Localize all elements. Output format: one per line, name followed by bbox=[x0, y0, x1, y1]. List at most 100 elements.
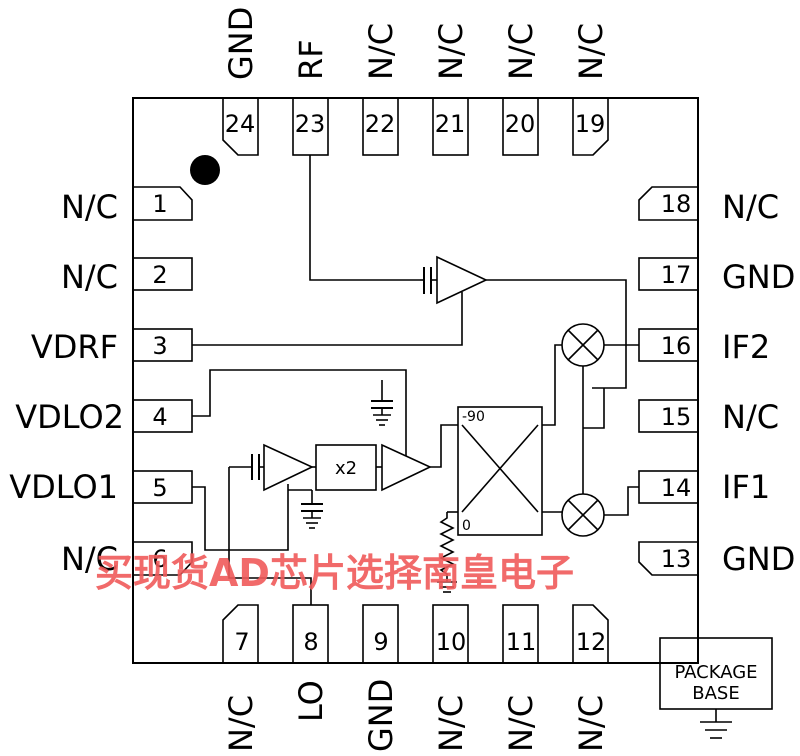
pin-13: 13 GND bbox=[638, 540, 795, 578]
if1-wire bbox=[604, 486, 639, 516]
pin-label: VDLO2 bbox=[15, 398, 124, 436]
pin-label: IF2 bbox=[722, 328, 770, 366]
pin-number: 14 bbox=[661, 474, 692, 502]
pin-label: GND bbox=[222, 7, 260, 80]
pin-label: N/C bbox=[572, 695, 610, 752]
rf-wire bbox=[309, 155, 420, 281]
quadrature-hybrid bbox=[457, 406, 543, 536]
pin-8: 8 LO bbox=[292, 604, 330, 722]
pin-number: 1 bbox=[152, 190, 167, 218]
pin-label: N/C bbox=[61, 258, 118, 296]
pin-label: IF1 bbox=[722, 468, 770, 506]
pin-23: 23 RF bbox=[292, 39, 330, 156]
pin-label: VDLO1 bbox=[9, 468, 118, 506]
pin-11: 11 N/C bbox=[502, 604, 540, 752]
lo-input-wire bbox=[228, 467, 312, 605]
pin-number: 7 bbox=[234, 628, 249, 656]
vdlo2-decoupling-cap bbox=[371, 380, 393, 426]
pin-label: VDRF bbox=[31, 328, 118, 366]
pin-number: 15 bbox=[661, 403, 692, 431]
pin-number: 22 bbox=[365, 110, 396, 138]
mixer-bottom bbox=[561, 493, 605, 537]
lo-amplifier-1 bbox=[263, 443, 314, 492]
pin-label: GND bbox=[362, 679, 400, 752]
left-pins: 1 N/C 2 N/C 3 VDRF 4 VDLO2 5 VDLO1 6 N/C bbox=[9, 186, 193, 578]
bottom-pins: 7 N/C 8 LO 9 GND 10 N/C 11 N/C 12 N/C bbox=[222, 604, 610, 752]
pin-number: 12 bbox=[576, 628, 607, 656]
pin-label: LO bbox=[292, 680, 330, 722]
mixer-top bbox=[561, 323, 605, 367]
lo-input-capacitor bbox=[229, 454, 264, 480]
termination-ground-icon bbox=[437, 581, 457, 593]
pin-4: 4 VDLO2 bbox=[15, 398, 193, 436]
pin-number: 4 bbox=[152, 403, 167, 431]
hybrid-minus90-label: -90 bbox=[462, 409, 485, 425]
internal-circuit: -90 0 x2 bbox=[192, 155, 639, 605]
pin-number: 6 bbox=[152, 545, 167, 573]
package-ground-icon bbox=[700, 721, 732, 739]
rf-capacitor bbox=[420, 267, 437, 294]
rf-amplifier bbox=[436, 255, 488, 305]
pin-number: 21 bbox=[435, 110, 466, 138]
vdlo1-wire bbox=[192, 484, 289, 551]
pin-14: 14 IF1 bbox=[638, 468, 770, 506]
package-base-line2: BASE bbox=[692, 683, 739, 704]
vdlo2-wire bbox=[192, 369, 407, 456]
pin-1: 1 N/C bbox=[61, 186, 193, 226]
pin-number: 8 bbox=[303, 628, 318, 656]
pin-label: GND bbox=[722, 258, 795, 296]
pin-label: N/C bbox=[61, 540, 118, 578]
pin-3: 3 VDRF bbox=[31, 328, 193, 366]
pin-16: 16 IF2 bbox=[638, 328, 770, 366]
pin-24: 24 GND bbox=[222, 7, 260, 156]
pin-7: 7 N/C bbox=[222, 604, 260, 752]
hybrid-input-wire bbox=[430, 424, 458, 468]
pin-label: N/C bbox=[722, 188, 779, 226]
pin-number: 24 bbox=[225, 110, 256, 138]
package-outline bbox=[132, 97, 699, 664]
pin-number: 17 bbox=[661, 261, 692, 289]
pin-label: N/C bbox=[61, 188, 118, 226]
pin-20: 20 N/C bbox=[502, 23, 540, 156]
pin-label: N/C bbox=[432, 23, 470, 80]
pin-number: 19 bbox=[575, 110, 606, 138]
pin-21: 21 N/C bbox=[432, 23, 470, 156]
pin-number: 20 bbox=[505, 110, 536, 138]
pin-label: RF bbox=[292, 39, 330, 80]
pin-number: 18 bbox=[661, 190, 692, 218]
package-base-line1: PACKAGE bbox=[674, 662, 757, 683]
pin-12: 12 N/C bbox=[572, 604, 610, 752]
pin-17: 17 GND bbox=[638, 257, 795, 296]
top-pins: 24 GND 23 RF 22 N/C 21 N/C 20 N/C 19 N/C bbox=[222, 7, 610, 156]
pin-label: GND bbox=[722, 540, 795, 578]
pin-number: 10 bbox=[436, 628, 467, 656]
rf-to-mixers-wire bbox=[583, 388, 605, 429]
lo-i-wire bbox=[542, 344, 562, 426]
pin-5: 5 VDLO1 bbox=[9, 468, 193, 506]
rf-amp-output-wire bbox=[486, 279, 627, 389]
pin-9: 9 GND bbox=[362, 604, 400, 752]
termination-resistor bbox=[439, 512, 455, 582]
pin-number: 13 bbox=[661, 545, 692, 573]
pin-label: N/C bbox=[722, 398, 779, 436]
watermark-text: 买现货AD芯片选择南皇电子 bbox=[95, 551, 574, 595]
pin-15: 15 N/C bbox=[638, 398, 779, 436]
pin-18: 18 N/C bbox=[638, 186, 779, 226]
pin-number: 3 bbox=[152, 332, 167, 360]
pin-22: 22 N/C bbox=[362, 23, 400, 156]
pin-label: N/C bbox=[432, 695, 470, 752]
pin-number: 9 bbox=[373, 628, 388, 656]
pin-19: 19 N/C bbox=[572, 23, 610, 156]
pin1-indicator-dot bbox=[190, 155, 220, 185]
doubler-label: x2 bbox=[335, 458, 357, 479]
pin-number: 2 bbox=[152, 261, 167, 289]
pin-2: 2 N/C bbox=[61, 257, 193, 296]
pin-label: N/C bbox=[502, 23, 540, 80]
package-base: PACKAGE BASE bbox=[659, 637, 773, 739]
pin-number: 23 bbox=[295, 110, 326, 138]
pin-label: N/C bbox=[572, 23, 610, 80]
pin-label: N/C bbox=[222, 695, 260, 752]
vdrf-wire bbox=[192, 292, 463, 346]
pin-number: 11 bbox=[506, 628, 537, 656]
